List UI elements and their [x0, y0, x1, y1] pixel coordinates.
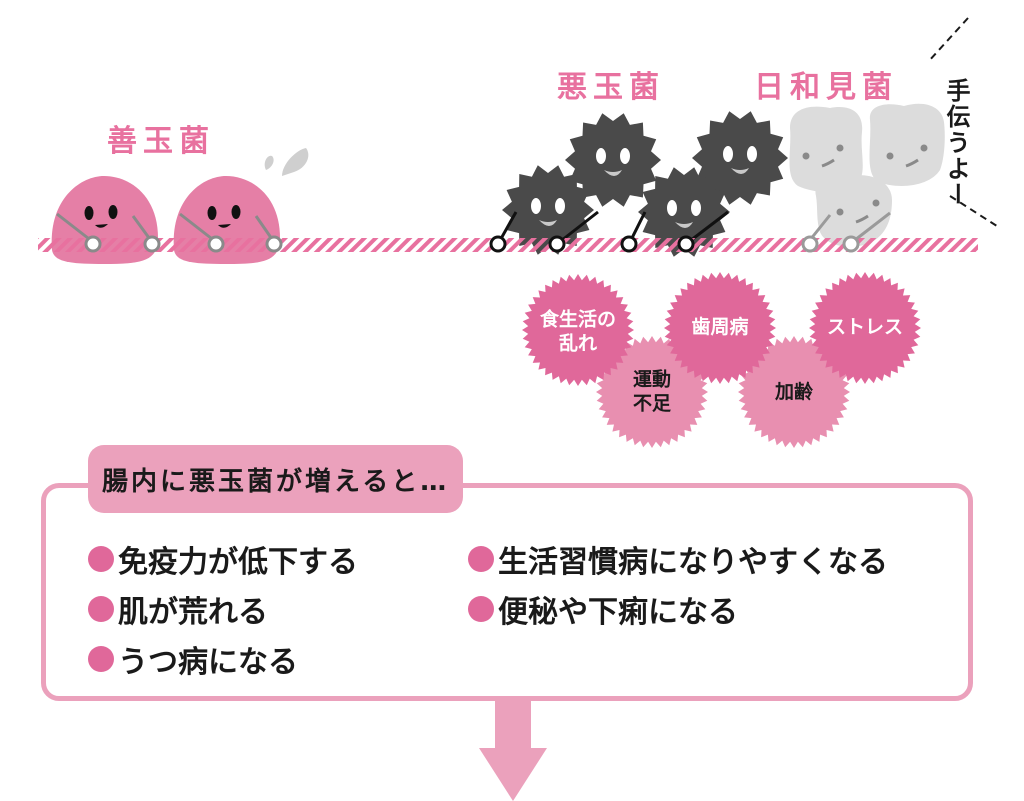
eye [531, 198, 541, 214]
effect-item: 免疫力が低下する [88, 537, 358, 581]
hand-icon [84, 235, 102, 253]
cause-label-line: 加齢 [774, 381, 814, 404]
cause-badge-shape [596, 336, 708, 448]
eye [620, 148, 630, 164]
hand-icon [143, 235, 161, 253]
hand-icon [489, 235, 507, 253]
eye [723, 146, 733, 162]
effect-item: 便秘や下痢になる [468, 587, 738, 631]
opportunistic-bacterium [808, 175, 892, 247]
hand-icon [265, 235, 283, 253]
sweat-drop-icon [264, 148, 309, 176]
effect-text: 肌が荒れる [118, 595, 268, 630]
bullet-icon [88, 646, 114, 672]
effect-text: 便秘や下痢になる [498, 595, 738, 630]
effect-item: 生活習慣病になりやすくなる [468, 537, 888, 581]
cause-badge-aging: 加齢 [775, 381, 813, 405]
cause-badge-shape [738, 336, 850, 448]
cause-label-line: 食生活の [539, 308, 617, 331]
mouth [675, 222, 693, 228]
cause-badge-shape [664, 272, 776, 384]
hand-icon [677, 235, 695, 253]
hand-icon [207, 235, 225, 253]
eye [555, 198, 565, 214]
eye [596, 148, 606, 164]
cause-label-line: 運動 [632, 368, 672, 391]
opportunistic-bacterium [789, 106, 863, 193]
bullet-icon [88, 546, 114, 572]
mouth [539, 220, 557, 226]
cause-badge-exercise: 運動 不足 [633, 368, 671, 416]
cause-badge-diet: 食生活の 乱れ [540, 308, 616, 356]
effects-box [41, 483, 973, 701]
speech-dashes [927, 17, 1001, 229]
bad-bacterium [692, 111, 788, 205]
hand-markers [84, 235, 860, 253]
label-opportunistic-bacteria: 日和見菌 [754, 70, 898, 105]
speech-bubble-text: 手伝うよー [942, 78, 970, 208]
opportunistic-bacterium [869, 103, 945, 186]
hand-icon [620, 235, 638, 253]
effect-item: うつ病になる [88, 637, 298, 681]
cause-label-line: ストレス [826, 316, 904, 339]
effect-text: 免疫力が低下する [118, 545, 358, 580]
cause-badges [522, 272, 921, 448]
hand-icon [548, 235, 566, 253]
down-arrow-icon [479, 701, 547, 801]
cause-badge-shape [522, 274, 634, 386]
effect-text: うつ病になる [118, 645, 298, 680]
hand-icon [801, 235, 819, 253]
intestinal-wall [38, 238, 978, 252]
effect-text: 生活習慣病になりやすくなる [498, 545, 888, 580]
cause-label-line: 不足 [632, 392, 672, 414]
eye [667, 200, 677, 216]
cause-badge-periodontal: 歯周病 [691, 316, 748, 340]
bullet-icon [468, 596, 494, 622]
eye [691, 200, 701, 216]
effects-header: 腸内に悪玉菌が増えると… [88, 445, 464, 513]
cause-badge-shape [809, 272, 921, 384]
effect-item: 肌が荒れる [88, 587, 268, 631]
label-bad-bacteria: 悪玉菌 [557, 70, 665, 105]
mouth [604, 170, 622, 176]
cause-badge-stress: ストレス [827, 316, 903, 340]
bullet-icon [468, 546, 494, 572]
label-good-bacteria: 善玉菌 [107, 124, 215, 159]
eye [747, 146, 757, 162]
bullet-icon [88, 596, 114, 622]
mouth [731, 168, 749, 174]
cause-label-line: 歯周病 [691, 316, 749, 339]
cause-label-line: 乱れ [558, 332, 598, 354]
bad-bacterium [565, 113, 661, 207]
hand-icon [842, 235, 860, 253]
bad-bacteria-group [496, 111, 788, 257]
bad-bacterium [638, 167, 730, 257]
